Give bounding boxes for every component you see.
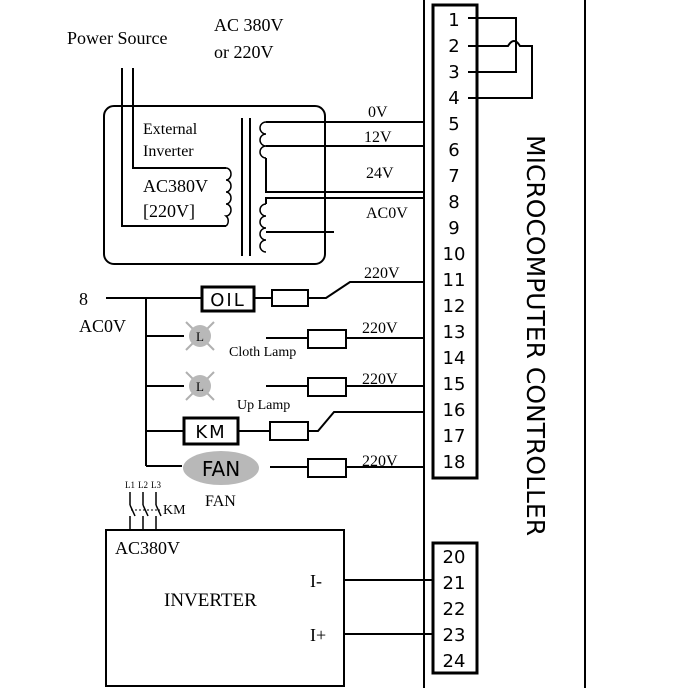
fan-ellipse (183, 451, 259, 485)
transformer-label-2: Inverter (143, 143, 194, 160)
fuse-13 (307, 329, 347, 349)
terminal-11: 11 (443, 270, 466, 291)
terminal-20: 20 (443, 547, 466, 568)
terminal-5: 5 (448, 114, 459, 135)
terminal-10: 10 (443, 244, 466, 265)
transformer-coils (223, 118, 267, 256)
terminal-12: 12 (443, 296, 466, 317)
transformer-label-1: External (143, 121, 198, 138)
power-source-wires (121, 68, 226, 227)
output-ac0v-label: AC0V (366, 205, 408, 222)
inverter-supply-label: AC380V (115, 538, 180, 558)
inverter-i-plus-label: I+ (310, 625, 326, 645)
l2-label: L2 (138, 480, 148, 490)
inverter-i-minus-label: I- (310, 571, 322, 591)
supply-8-label: 8 (79, 289, 88, 309)
up-lamp-symbol: L (196, 379, 204, 394)
fan-caption: FAN (205, 493, 236, 510)
terminal-2: 2 (448, 36, 459, 57)
l3-label: L3 (151, 480, 161, 490)
v220-label-15: 220V (362, 371, 398, 388)
terminals-bottom: 20 21 22 23 24 (443, 547, 466, 672)
terminal-16: 16 (443, 400, 466, 421)
terminal-14: 14 (443, 348, 466, 369)
fuse-18 (307, 458, 347, 478)
supply-ac0v-label: AC0V (79, 316, 126, 336)
output-12v-label: 12V (364, 129, 392, 146)
terminal-13: 13 (443, 322, 466, 343)
terminal-1: 1 (448, 10, 459, 31)
fuse-15 (307, 377, 347, 397)
terminal-6: 6 (448, 140, 459, 161)
voltage-label-1: AC 380V (214, 15, 284, 35)
controller-label: MICROCOMPUTER CONTROLLER (521, 135, 550, 536)
cloth-lamp-label: Cloth Lamp (229, 345, 296, 360)
ac0v-rail (106, 297, 202, 467)
l1-label: L1 (125, 480, 135, 490)
terminal-21: 21 (443, 573, 466, 594)
terminal-15: 15 (443, 374, 466, 395)
terminal-7: 7 (448, 166, 459, 187)
fuse-16 (269, 421, 309, 441)
km-contactor-label: KM (163, 503, 186, 518)
up-lamp-label: Up Lamp (237, 398, 290, 413)
terminal-22: 22 (443, 599, 466, 620)
km-contacts (129, 492, 162, 530)
v220-label-13: 220V (362, 320, 398, 337)
output-0v-label: 0V (368, 104, 388, 121)
transformer-primary-label-2: [220V] (143, 201, 195, 221)
power-source-label: Power Source (67, 28, 167, 48)
terminal-4: 4 (448, 88, 459, 109)
inverter-box (105, 529, 345, 687)
oil-label: OIL (210, 290, 246, 311)
cloth-lamp-indicator (185, 321, 215, 351)
terminal-18: 18 (443, 452, 466, 473)
fuse-11 (271, 289, 309, 307)
controller-box (423, 0, 586, 688)
terminal-block-bottom (431, 541, 479, 675)
inverter-wires (344, 579, 433, 635)
cloth-lamp-symbol: L (196, 329, 204, 344)
terminal-8: 8 (448, 192, 459, 213)
terminal-block-top (431, 3, 479, 480)
terminal-23: 23 (443, 625, 466, 646)
terminal-jumpers (468, 17, 533, 99)
output-24v-label: 24V (366, 165, 394, 182)
transformer-primary-label-1: AC380V (143, 176, 208, 196)
km-label: KM (195, 422, 226, 443)
up-lamp-indicator (185, 371, 215, 401)
terminals-top: 1 2 3 4 5 6 7 8 9 10 11 12 13 14 15 16 1… (443, 10, 466, 473)
transformer-box (103, 105, 326, 265)
inverter-name-label: INVERTER (164, 590, 257, 611)
terminal-9: 9 (448, 218, 459, 239)
terminal-3: 3 (448, 62, 459, 83)
v220-label-11: 220V (364, 265, 400, 282)
transformer-output-wires (265, 121, 424, 233)
voltage-label-2: or 220V (214, 42, 274, 62)
v220-label-18: 220V (362, 453, 398, 470)
terminal-24: 24 (443, 651, 466, 672)
fan-label: FAN (202, 457, 240, 481)
terminal-17: 17 (443, 426, 466, 447)
